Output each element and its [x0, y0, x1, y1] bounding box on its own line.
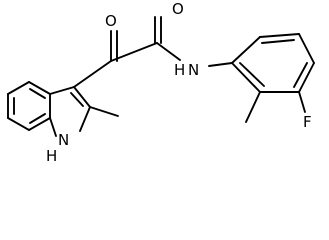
- bond: [73, 60, 112, 88]
- bond: [208, 62, 233, 67]
- bond: [239, 62, 265, 87]
- bond: [259, 33, 300, 38]
- bond: [298, 91, 306, 113]
- atom-label-nitrogen: N: [58, 131, 69, 149]
- bond: [245, 91, 261, 123]
- bond: [89, 106, 119, 117]
- bond: [231, 36, 261, 64]
- atom-label-nitrogen: N: [188, 61, 199, 79]
- atom-label-hydrogen: H: [174, 61, 185, 79]
- bond: [49, 86, 75, 95]
- atom-label-hydrogen: H: [46, 147, 57, 165]
- bond: [28, 117, 51, 131]
- bond: [49, 117, 57, 137]
- bond: [70, 92, 84, 107]
- bond: [156, 42, 181, 61]
- bond: [7, 81, 30, 95]
- bond: [73, 86, 91, 108]
- bond: [298, 62, 315, 93]
- chemical-structure-diagram: O O N H N H F: [7, 0, 315, 165]
- atom-label-oxygen: O: [105, 12, 117, 30]
- bond: [110, 42, 158, 62]
- atom-label-fluorine: F: [303, 113, 312, 131]
- bond: [298, 33, 315, 64]
- bond: [79, 106, 91, 132]
- atom-labels: O O N H N H F: [46, 0, 312, 165]
- bond: [293, 62, 308, 88]
- bond: [261, 39, 295, 44]
- bond: [28, 81, 51, 95]
- bond: [7, 117, 30, 131]
- atom-label-oxygen: O: [172, 0, 184, 18]
- bond-lines: [7, 16, 315, 137]
- bond: [231, 62, 261, 93]
- bond: [29, 88, 46, 99]
- bond: [29, 113, 46, 124]
